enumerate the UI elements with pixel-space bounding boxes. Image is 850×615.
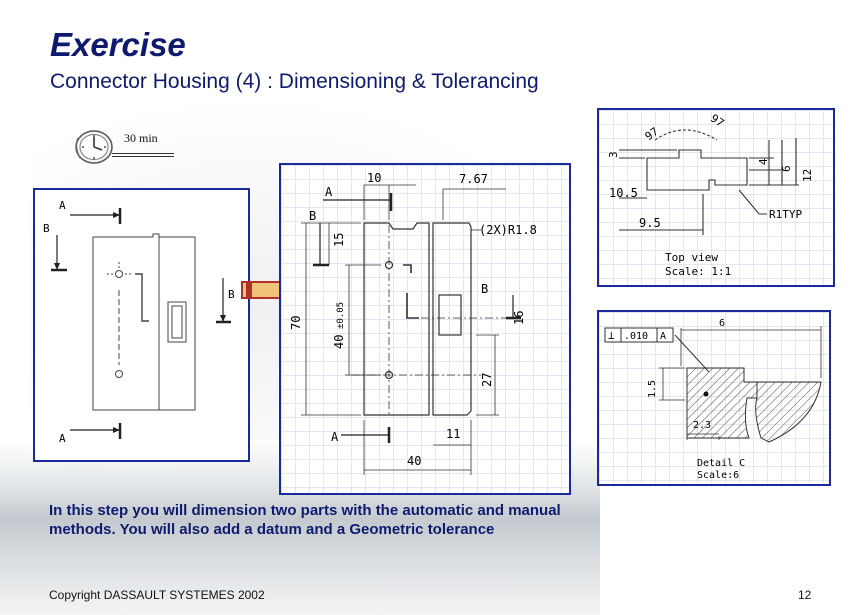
part-view-drawing: A B B A bbox=[43, 199, 235, 445]
top-view-scale: Scale: 1:1 bbox=[665, 265, 731, 278]
dim-4: 4 bbox=[757, 158, 770, 165]
dimensioned-drawing: 10 7.67 A B (2X)R1.8 B A 11 40 15 70 40 … bbox=[289, 171, 537, 475]
detail-dim-6: 6 bbox=[719, 318, 725, 329]
dim-40: 40 bbox=[407, 454, 421, 468]
top-view-drawing: 97 97 3 4 6 12 10.5 9.5 R1TYP Top view S… bbox=[607, 112, 814, 278]
dim-10: 10 bbox=[367, 171, 381, 185]
dim-9-5: 9.5 bbox=[639, 216, 661, 230]
copyright-footer: Copyright DASSAULT SYSTEMES 2002 bbox=[49, 588, 265, 602]
angle-97-left: 97 bbox=[643, 125, 661, 143]
dim-11: 11 bbox=[446, 427, 460, 441]
label-b-top-main: B bbox=[309, 209, 316, 223]
detail-dim-1-5: 1.5 bbox=[647, 380, 658, 398]
page-number: 12 bbox=[798, 588, 812, 602]
label-b-right-main: B bbox=[481, 282, 488, 296]
dim-40-toleranced: 40 bbox=[332, 335, 346, 349]
dim-16: 16 bbox=[512, 311, 526, 325]
label-a-top: A bbox=[59, 199, 66, 212]
dim-6: 6 bbox=[780, 165, 793, 172]
clock-icon bbox=[75, 130, 113, 164]
dimensioned-drawing-panel: 10 7.67 A B (2X)R1.8 B A 11 40 15 70 40 … bbox=[279, 163, 571, 495]
angle-97-right: 97 bbox=[708, 112, 726, 130]
timer-label: 30 min bbox=[124, 131, 158, 145]
part-view-panel: A B B A bbox=[33, 188, 250, 462]
gtol-value: .010 bbox=[624, 331, 648, 342]
radius-typ: R1TYP bbox=[769, 208, 802, 221]
detail-c-label: Detail C bbox=[697, 458, 745, 469]
label-b-right: B bbox=[228, 288, 235, 301]
detail-c-drawing: ⊥ .010 A 6 1.5 2.3 Detail C Scale:6 bbox=[604, 318, 822, 481]
step-description: In this step you will dimension two part… bbox=[49, 502, 561, 538]
dim-3: 3 bbox=[607, 151, 620, 158]
tolerance-value: ±0.05 bbox=[336, 302, 346, 329]
dim-70: 70 bbox=[289, 316, 303, 330]
slide-subtitle: Connector Housing (4) : Dimensioning & T… bbox=[50, 70, 539, 93]
top-view-label: Top view bbox=[665, 251, 718, 264]
label-a-bottom: A bbox=[59, 432, 66, 445]
dim-12: 12 bbox=[801, 169, 814, 182]
perpendicularity-symbol: ⊥ bbox=[608, 329, 615, 342]
dim-15: 15 bbox=[332, 233, 346, 247]
label-a-bottom-main: A bbox=[331, 430, 339, 444]
label-a-top-main: A bbox=[325, 185, 333, 199]
dim-27: 27 bbox=[480, 373, 494, 387]
top-view-panel: 97 97 3 4 6 12 10.5 9.5 R1TYP Top view S… bbox=[597, 108, 835, 287]
gtol-datum: A bbox=[660, 331, 666, 342]
detail-c-panel: ⊥ .010 A 6 1.5 2.3 Detail C Scale:6 bbox=[597, 310, 831, 486]
radius-callout: (2X)R1.8 bbox=[479, 223, 537, 237]
detail-dim-2-3: 2.3 bbox=[693, 420, 711, 431]
dim-7-67: 7.67 bbox=[459, 172, 488, 186]
timer-underline bbox=[112, 153, 174, 157]
label-b-left: B bbox=[43, 222, 50, 235]
slide-title: Exercise bbox=[50, 26, 186, 63]
dim-10-5: 10.5 bbox=[609, 186, 638, 200]
detail-c-scale: Scale:6 bbox=[697, 470, 739, 481]
